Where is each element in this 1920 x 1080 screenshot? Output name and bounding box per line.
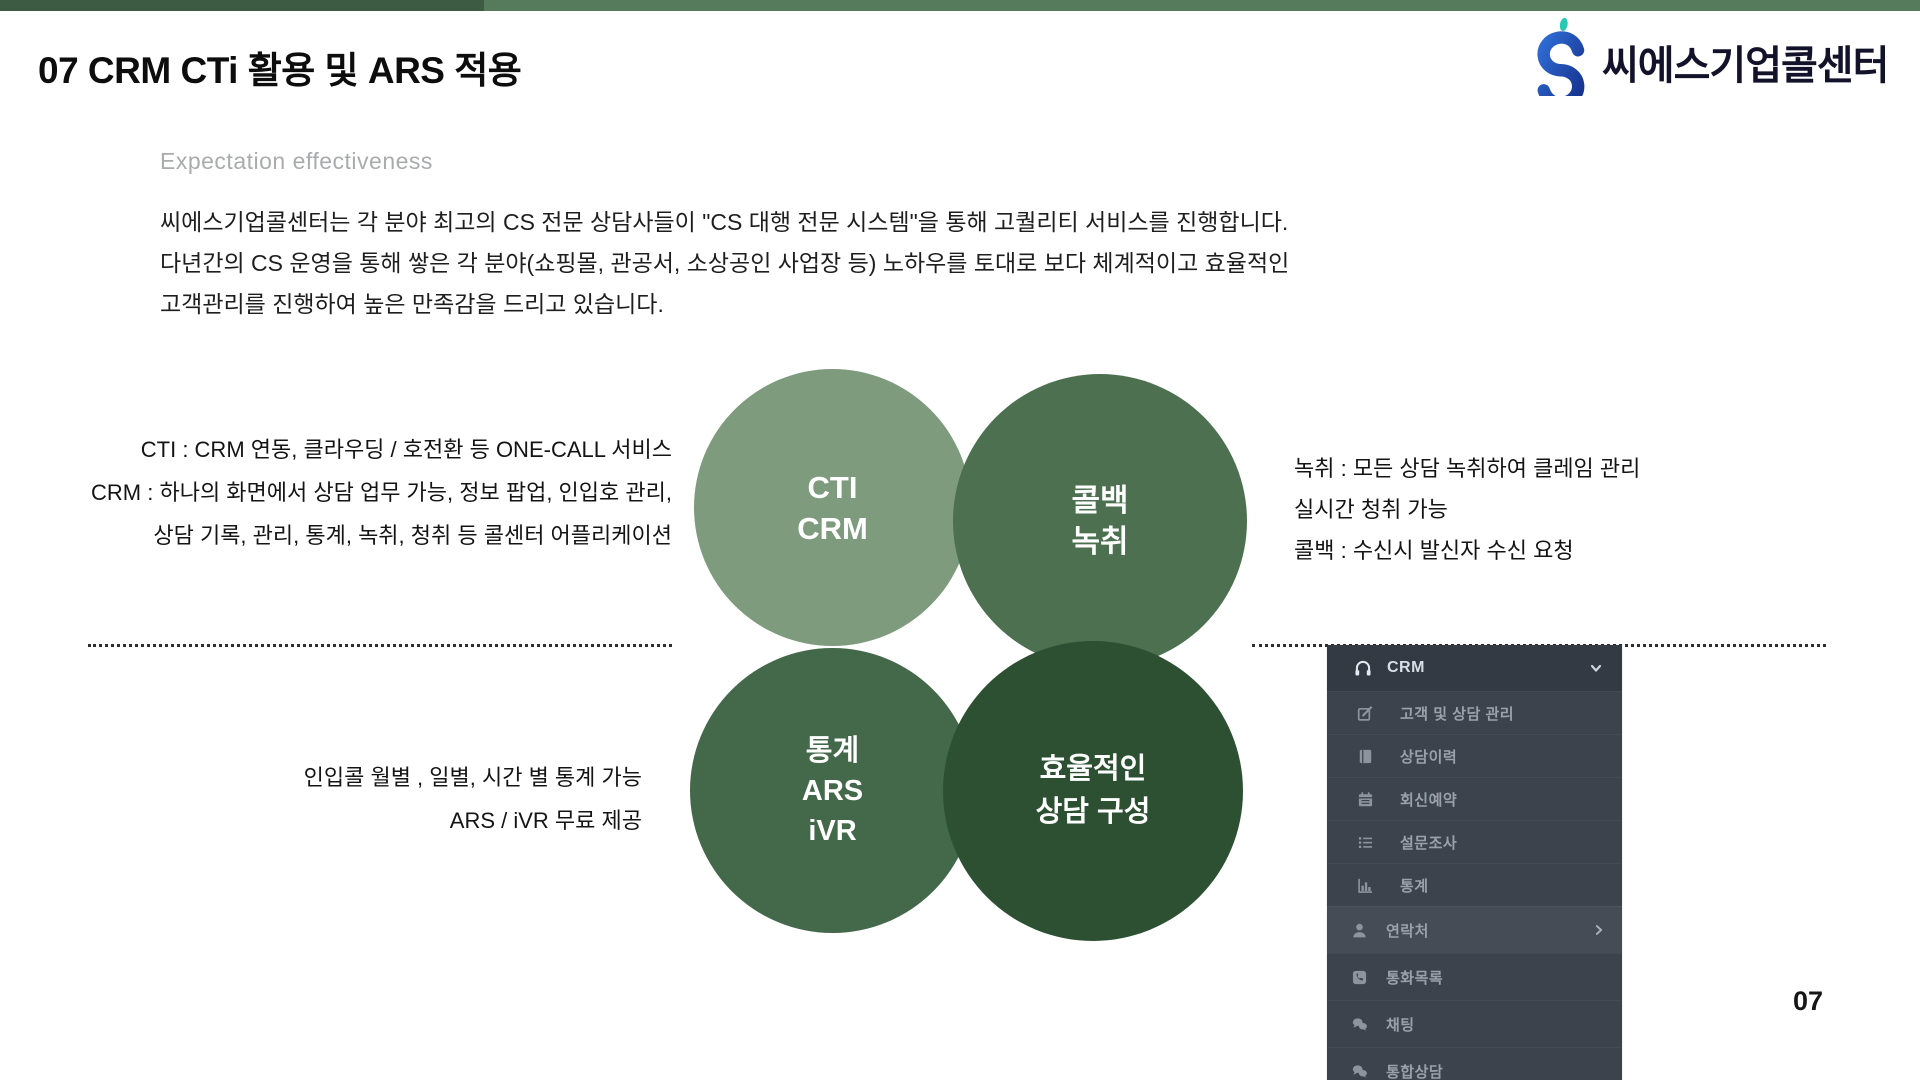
sidebar-item-label: 통화목록 [1386, 969, 1444, 987]
sidebar-item-unified-consult[interactable]: 통합상담 [1327, 1047, 1622, 1080]
dotted-divider-left [88, 644, 672, 647]
calendar-icon [1358, 791, 1373, 806]
sidebar-item-callback-reservation[interactable]: 회신예약 [1327, 777, 1622, 820]
edit-icon [1357, 705, 1373, 721]
note-line: ARS / iVR 무료 제공 [449, 808, 642, 833]
note-line: 콜백 : 수신시 발신자 수신 요청 [1294, 538, 1574, 563]
sidebar-item-statistics[interactable]: 통계 [1327, 863, 1622, 906]
user-icon [1353, 923, 1366, 937]
sidebar-item-contacts[interactable]: 연락처 [1327, 906, 1622, 953]
phone-icon [1352, 970, 1367, 984]
sidebar-item-chat[interactable]: 채팅 [1327, 1000, 1622, 1047]
circle-label: 콜백 녹취 [1071, 483, 1129, 559]
sidebar-item-label: 상담이력 [1400, 748, 1458, 766]
cs-company-logo-icon [1537, 17, 1585, 96]
page-title: 07 CRM CTi 활용 및 ARS 적용 [38, 50, 522, 91]
circle-label: 효율적인 상담 구성 [1035, 753, 1151, 828]
top-accent-bar-right [484, 0, 1920, 11]
book-icon [1359, 749, 1372, 763]
note-line: 상담 기록, 관리, 통계, 녹취, 청취 등 콜센터 어플리케이션 [153, 523, 672, 548]
company-logo: 씨에스기업콜센터 [1524, 14, 1889, 96]
venn-circle-callback-record: 콜백 녹취 [953, 374, 1247, 668]
list-icon [1358, 836, 1373, 848]
intro-line: 다년간의 CS 운영을 통해 쌓은 각 분야(쇼핑몰, 관공서, 소상공인 사업… [160, 250, 1290, 276]
sidebar-item-label: 회신예약 [1400, 791, 1458, 809]
venn-circle-efficient-setup: 효율적인 상담 구성 [943, 641, 1243, 941]
sidebar-item-label: 통합상담 [1386, 1063, 1444, 1080]
sidebar-header-crm[interactable]: CRM [1327, 645, 1622, 691]
top-accent-bar-left [0, 0, 484, 11]
note-record-callback: 녹취 : 모든 상담 녹취하여 클레임 관리 실시간 청취 가능 콜백 : 수신… [1294, 448, 1640, 571]
note-line: 실시간 청취 가능 [1294, 497, 1448, 522]
note-stats-ars: 인입콜 월별 , 일별, 시간 별 통계 가능 ARS / iVR 무료 제공 [100, 756, 642, 842]
headset-icon [1355, 660, 1371, 676]
sidebar-item-customer-consult-manage[interactable]: 고객 및 상담 관리 [1327, 691, 1622, 734]
crm-sidebar: CRM 고객 및 상담 관리 상담이력 [1327, 645, 1622, 1080]
note-line: CRM : 하나의 화면에서 상담 업무 가능, 정보 팝업, 인입호 관리, [91, 480, 672, 505]
chevron-down-icon[interactable] [1588, 660, 1604, 676]
sidebar-item-survey[interactable]: 설문조사 [1327, 820, 1622, 863]
sidebar-header-label: CRM [1387, 659, 1425, 676]
sidebar-item-label: 설문조사 [1400, 834, 1458, 852]
note-cti-crm: CTI : CRM 연동, 클라우딩 / 호전환 등 ONE-CALL 서비스 … [60, 428, 672, 557]
intro-paragraph: 씨에스기업콜센터는 각 분야 최고의 CS 전문 상담사들이 "CS 대행 전문… [160, 202, 1289, 325]
intro-line: 고객관리를 진행하여 높은 만족감을 드리고 있습니다. [160, 291, 664, 317]
page-number: 07 [1793, 986, 1824, 1016]
note-line: 녹취 : 모든 상담 녹취하여 클레임 관리 [1294, 456, 1641, 481]
sidebar-item-label: 통계 [1400, 877, 1429, 895]
intro-line: 씨에스기업콜센터는 각 분야 최고의 CS 전문 상담사들이 "CS 대행 전문… [160, 209, 1289, 235]
sidebar-item-label: 연락처 [1386, 922, 1429, 940]
sidebar-item-label: 채팅 [1386, 1016, 1415, 1034]
sidebar-item-consult-history[interactable]: 상담이력 [1327, 734, 1622, 777]
venn-circle-cti-crm: CTI CRM [694, 369, 971, 646]
note-line: 인입콜 월별 , 일별, 시간 별 통계 가능 [303, 765, 642, 790]
company-logo-text: 씨에스기업콜센터 [1602, 44, 1889, 88]
sidebar-item-label: 고객 및 상담 관리 [1400, 705, 1515, 723]
circle-label: CTI CRM [797, 469, 868, 546]
chat-icon [1352, 1064, 1367, 1078]
venn-circle-stats-ars-ivr: 통계 ARS iVR [690, 648, 975, 933]
section-subtitle: Expectation effectiveness [160, 148, 433, 174]
chart-icon [1358, 878, 1373, 893]
chevron-right-icon [1595, 925, 1603, 935]
chat-icon [1352, 1017, 1367, 1031]
sidebar-item-call-log[interactable]: 통화목록 [1327, 953, 1622, 1000]
note-line: CTI : CRM 연동, 클라우딩 / 호전환 등 ONE-CALL 서비스 [140, 437, 672, 462]
circle-label: 통계 ARS iVR [801, 734, 864, 847]
